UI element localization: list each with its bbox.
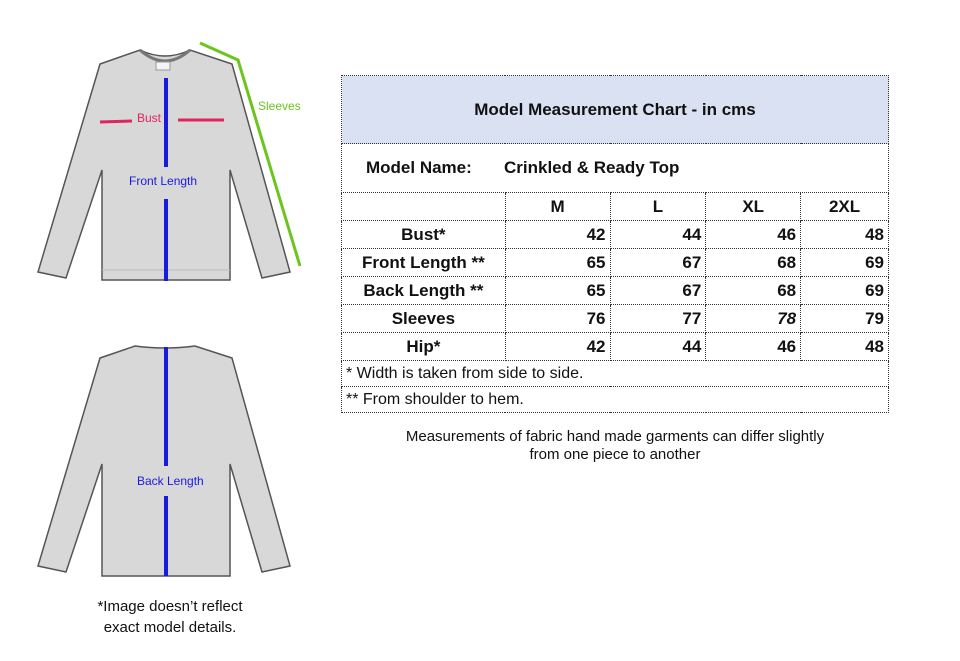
cell: 78 (705, 304, 802, 333)
size-header: M (504, 192, 611, 221)
cell: 69 (800, 276, 889, 305)
sleeves-line (199, 41, 302, 267)
table-row: Sleeves 76 77 78 79 (341, 304, 889, 333)
chart-title: Model Measurement Chart - in cms (341, 75, 889, 144)
bust-line-left (99, 119, 133, 124)
cell: 46 (705, 220, 802, 249)
cell: 69 (800, 248, 889, 277)
cell: 42 (504, 332, 611, 361)
cell: 77 (609, 304, 707, 333)
back-length-label: Back Length (137, 474, 204, 488)
row-label: Hip* (341, 332, 506, 361)
cell: 48 (800, 332, 889, 361)
table-row: Hip* 42 44 46 48 (341, 332, 889, 361)
size-header-row: M L XL 2XL (341, 192, 889, 221)
disclaimer-line1: Measurements of fabric hand made garment… (405, 428, 825, 445)
cell: 65 (504, 276, 611, 305)
front-length-label: Front Length (129, 174, 198, 188)
cell: 44 (609, 220, 707, 249)
size-header: L (609, 192, 707, 221)
cell: 65 (504, 248, 611, 277)
cell: 67 (609, 248, 707, 277)
image-note-line1: *Image doesn’t reflect (97, 598, 243, 615)
measurement-table: Model Measurement Chart - in cms Model N… (341, 75, 889, 413)
image-disclaimer: *Image doesn’t reflect exact model detai… (70, 596, 270, 638)
row-label: Back Length ** (341, 276, 506, 305)
row-label: Front Length ** (341, 248, 506, 277)
size-header: XL (705, 192, 802, 221)
cell: 46 (705, 332, 802, 361)
footnote-length: ** From shoulder to hem. (341, 386, 889, 413)
shirt-diagrams (37, 41, 302, 577)
image-note-line2: exact model details. (103, 619, 237, 636)
model-name-label: Model Name: (366, 158, 472, 177)
cell: 48 (800, 220, 889, 249)
size-header: 2XL (800, 192, 889, 221)
cell: 68 (705, 276, 802, 305)
cell: 67 (609, 276, 707, 305)
model-name-value: Crinkled & Ready Top (504, 158, 680, 177)
cell: 68 (705, 248, 802, 277)
cell: 42 (504, 220, 611, 249)
row-label: Sleeves (341, 304, 506, 333)
disclaimer-line2: from one piece to another (529, 446, 701, 463)
model-name-row: Model Name: Crinkled & Ready Top (341, 143, 889, 193)
empty-header-cell (341, 192, 506, 221)
row-label: Bust* (341, 220, 506, 249)
measurement-disclaimer: Measurements of fabric hand made garment… (341, 428, 889, 464)
table-row: Bust* 42 44 46 48 (341, 220, 889, 249)
cell: 79 (800, 304, 889, 333)
cell: 44 (609, 332, 707, 361)
footnote-width: * Width is taken from side to side. (341, 360, 889, 387)
bust-label: Bust (137, 111, 162, 125)
sleeves-label: Sleeves (258, 99, 301, 113)
table-row: Front Length ** 65 67 68 69 (341, 248, 889, 277)
table-row: Back Length ** 65 67 68 69 (341, 276, 889, 305)
cell: 76 (504, 304, 611, 333)
